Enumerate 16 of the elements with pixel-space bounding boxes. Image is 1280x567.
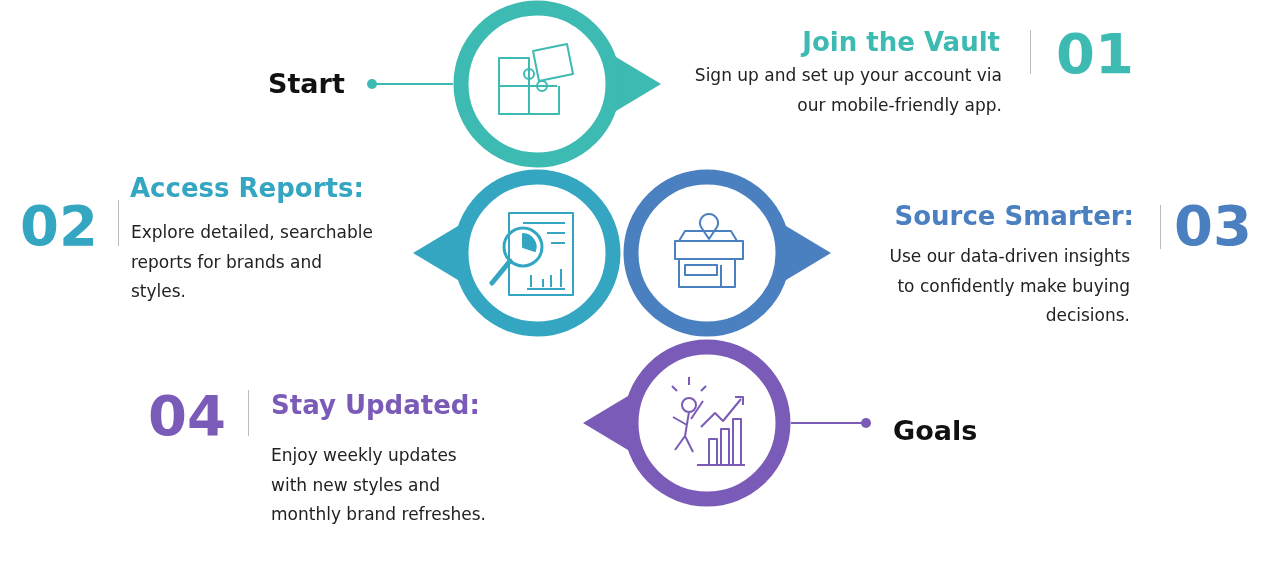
step-number: 02: [20, 196, 98, 256]
step-heading: Source Smarter:: [893, 200, 1134, 232]
step-number: 04: [148, 386, 226, 446]
step-description: Sign up and set up your account via our mobile-friendly app.: [693, 64, 1002, 117]
step-heading: Join the Vault: [799, 26, 1000, 58]
step-description: Use our data-driven insights to confidently make buying decisions.: [888, 245, 1130, 327]
step-heading: Stay Updated:: [271, 389, 481, 421]
connector-line: [367, 79, 454, 89]
endpoint-label: Goals: [866, 413, 986, 449]
step-description: Explore detailed, searchable reports for brands and styles.: [131, 221, 374, 303]
step-heading: Access Reports:: [130, 172, 365, 204]
connector-line: [790, 418, 871, 428]
endpoint-label: Start: [268, 66, 372, 102]
step-number: 03: [1174, 196, 1252, 256]
step-description: Enjoy weekly updates with new styles and monthly brand refreshes.: [271, 444, 487, 526]
step-number: 01: [1056, 24, 1134, 84]
